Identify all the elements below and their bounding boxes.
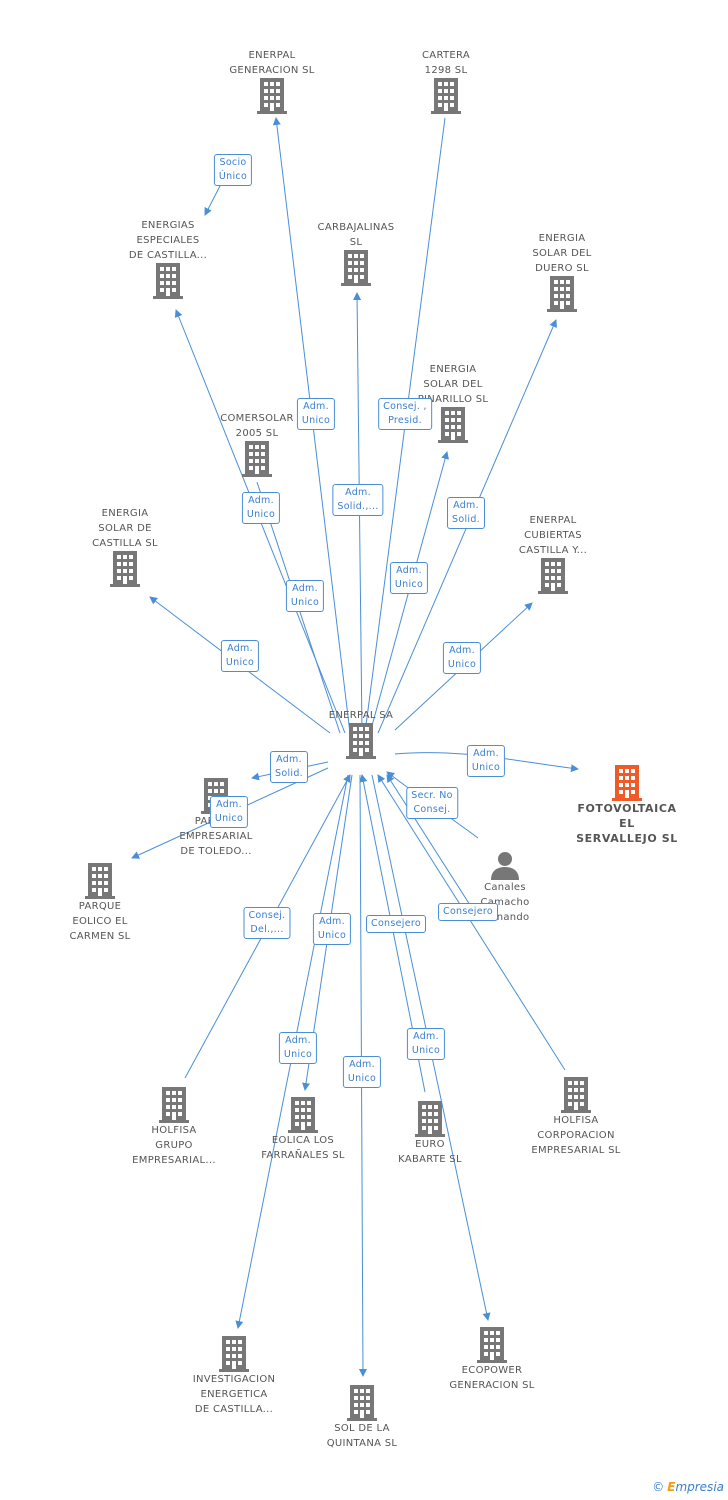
node-label: EOLICA LOS FARRAÑALES SL xyxy=(261,1135,345,1161)
edge-role-label[interactable]: Consejero xyxy=(366,915,426,933)
edge-role-label[interactable]: Adm. Unico xyxy=(220,640,260,672)
node-label: HOLFISA CORPORACION EMPRESARIAL SL xyxy=(531,1115,621,1156)
node-label: FOTOVOLTAICA EL SERVALLEJO SL xyxy=(576,802,678,845)
building-icon xyxy=(341,250,371,286)
edge-role-label[interactable]: Adm. Unico xyxy=(312,913,352,945)
building-icon xyxy=(547,276,577,312)
building-icon xyxy=(431,78,461,114)
edge-role-label[interactable]: Adm. Unico xyxy=(342,1056,382,1088)
edge-role-label[interactable]: Consej. Del.,... xyxy=(243,907,291,939)
building-icon xyxy=(438,407,468,443)
node-energia-solar-castilla[interactable]: ENERGIA SOLAR DE CASTILLA SL xyxy=(60,506,190,587)
building-icon xyxy=(347,1385,377,1421)
edge-role-label[interactable]: Adm. Unico xyxy=(442,642,482,674)
node-enerpal-cubiertas[interactable]: ENERPAL CUBIERTAS CASTILLA Y... xyxy=(488,513,618,594)
node-label: ENERGIA SOLAR DEL DUERO SL xyxy=(532,233,592,274)
edge-role-label[interactable]: Consejero xyxy=(438,903,498,921)
edge-role-label[interactable]: Adm. Solid. xyxy=(447,497,485,529)
node-label: PARQUE EOLICO EL CARMEN SL xyxy=(69,901,131,942)
edge-role-label[interactable]: Adm. Unico xyxy=(209,796,249,828)
node-carbajalinas[interactable]: CARBAJALINAS SL xyxy=(291,220,421,286)
node-label: CARTERA 1298 SL xyxy=(422,50,470,76)
node-label: INVESTIGACION ENERGETICA DE CASTILLA... xyxy=(192,1374,276,1415)
node-sol-quintana[interactable]: SOL DE LA QUINTANA SL xyxy=(297,1385,427,1451)
edge-role-label[interactable]: Adm. Unico xyxy=(278,1032,318,1064)
node-cartera-1298[interactable]: CARTERA 1298 SL xyxy=(381,48,511,114)
building-icon xyxy=(159,1087,189,1123)
node-enerpal-sa[interactable]: ENERPAL SA xyxy=(296,708,426,759)
edge-role-label[interactable]: Adm. Unico xyxy=(406,1028,446,1060)
node-label: ENERGIA SOLAR DE CASTILLA SL xyxy=(92,508,158,549)
edge-role-label[interactable]: Adm. Unico xyxy=(285,580,325,612)
node-label: ENERPAL CUBIERTAS CASTILLA Y... xyxy=(518,515,588,556)
edge-role-label[interactable]: Adm. Solid. xyxy=(270,751,308,783)
node-holfisa-corporacion[interactable]: HOLFISA CORPORACION EMPRESARIAL SL xyxy=(511,1077,641,1158)
edge-role-label[interactable]: Secr. No Consej. xyxy=(406,787,458,819)
node-energias-especiales[interactable]: ENERGIAS ESPECIALES DE CASTILLA... xyxy=(103,218,233,299)
building-icon xyxy=(219,1336,249,1372)
node-label: ENERGIA SOLAR DEL PINARILLO SL xyxy=(417,364,489,405)
node-label: ENERPAL SA xyxy=(328,710,394,721)
edge-role-label[interactable]: Adm. Unico xyxy=(296,398,336,430)
node-comersolar[interactable]: COMERSOLAR 2005 SL xyxy=(192,411,322,477)
node-label: HOLFISA GRUPO EMPRESARIAL... xyxy=(132,1125,216,1166)
edge-role-label[interactable]: Adm. Unico xyxy=(389,562,429,594)
node-euro-kabarte[interactable]: EURO KABARTE SL xyxy=(365,1101,495,1167)
node-label: Canales Camacho Fernando xyxy=(480,882,530,923)
edge-line xyxy=(386,774,471,906)
node-label: ENERGIAS ESPECIALES DE CASTILLA... xyxy=(128,220,208,261)
node-label: ENERPAL GENERACION SL xyxy=(229,50,315,76)
node-fotovoltaica-focus[interactable]: FOTOVOLTAICA EL SERVALLEJO SL xyxy=(562,765,692,846)
person-icon xyxy=(491,852,519,880)
edge-role-label[interactable]: Adm. Unico xyxy=(466,745,506,777)
building-icon xyxy=(242,441,272,477)
node-person-canales[interactable]: Canales Camacho Fernando xyxy=(440,850,570,925)
building-icon xyxy=(85,863,115,899)
building-icon xyxy=(288,1097,318,1133)
node-energia-solar-duero[interactable]: ENERGIA SOLAR DEL DUERO SL xyxy=(497,231,627,312)
node-label: CARBAJALINAS SL xyxy=(317,222,395,248)
node-holfisa-grupo[interactable]: HOLFISA GRUPO EMPRESARIAL... xyxy=(109,1087,239,1168)
node-eolica-farranales[interactable]: EOLICA LOS FARRAÑALES SL xyxy=(238,1097,368,1163)
empresia-logo[interactable]: ©Empresia xyxy=(652,1480,724,1494)
building-icon xyxy=(415,1101,445,1137)
building-icon xyxy=(257,78,287,114)
node-parque-eolico[interactable]: PARQUE EOLICO EL CARMEN SL xyxy=(35,863,165,944)
node-investigacion[interactable]: INVESTIGACION ENERGETICA DE CASTILLA... xyxy=(169,1336,299,1417)
brand-name: mpresia xyxy=(675,1480,724,1494)
edge-role-label[interactable]: Adm. Unico xyxy=(241,492,281,524)
building-icon xyxy=(561,1077,591,1113)
building-icon xyxy=(153,263,183,299)
building-icon xyxy=(477,1327,507,1363)
node-enerpal-generacion[interactable]: ENERPAL GENERACION SL xyxy=(207,48,337,114)
building-icon xyxy=(538,558,568,594)
edge-role-label[interactable]: Adm. Solid.,... xyxy=(332,484,384,516)
node-ecopower[interactable]: ECOPOWER GENERACION SL xyxy=(427,1327,557,1393)
copyright-symbol: © xyxy=(652,1480,665,1494)
edge-role-label[interactable]: Socio Único xyxy=(213,154,253,186)
building-icon xyxy=(612,765,642,801)
node-label: SOL DE LA QUINTANA SL xyxy=(326,1423,398,1449)
brand-initial: E xyxy=(667,1480,676,1494)
node-label: EURO KABARTE SL xyxy=(398,1139,462,1165)
edge-line xyxy=(377,774,566,1071)
building-icon xyxy=(346,723,376,759)
node-label: COMERSOLAR 2005 SL xyxy=(220,413,294,439)
edge-role-label[interactable]: Consej. , Presid. xyxy=(378,398,432,430)
node-energia-solar-pinarillo[interactable]: ENERGIA SOLAR DEL PINARILLO SL xyxy=(388,362,518,443)
building-icon xyxy=(110,551,140,587)
node-label: ECOPOWER GENERACION SL xyxy=(449,1365,535,1391)
